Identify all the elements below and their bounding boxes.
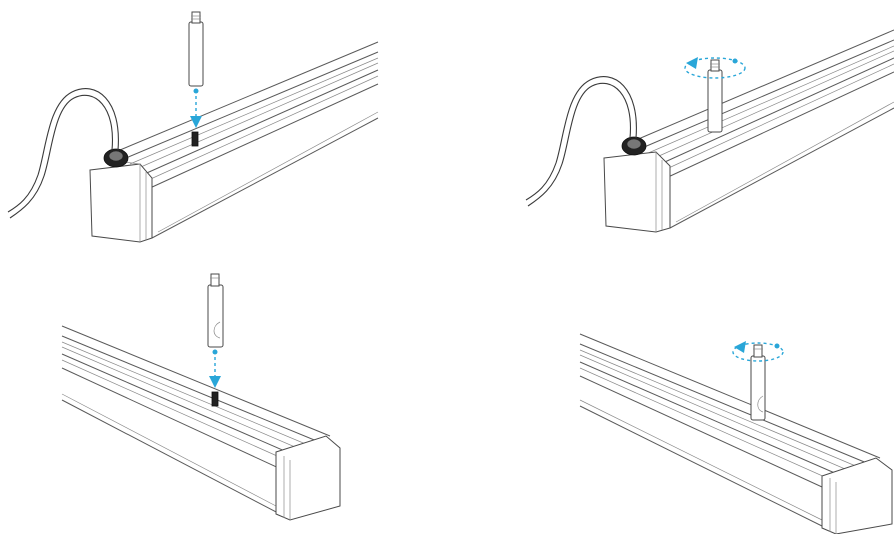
led-profile-housing	[61, 325, 341, 521]
cable-gland	[621, 136, 647, 156]
insert-arrow	[209, 349, 221, 388]
led-profile-housing	[89, 41, 379, 243]
suspension-rod	[207, 273, 224, 348]
suspension-rod	[707, 59, 723, 133]
power-cable	[7, 88, 119, 213]
end-cap	[89, 163, 153, 243]
panel-top-right	[525, 29, 894, 233]
power-cable	[525, 76, 637, 201]
panel-bottom-right	[579, 333, 893, 534]
led-profile-housing	[603, 29, 894, 233]
suspension-rod	[188, 11, 204, 87]
slot-nut	[191, 131, 199, 147]
suspension-rod	[750, 344, 766, 421]
end-cap	[603, 151, 671, 233]
end-cap	[275, 435, 341, 521]
led-profile-housing	[579, 333, 893, 534]
cable-gland	[103, 148, 129, 168]
rotate-arrow	[684, 57, 746, 79]
rotate-arrow	[732, 341, 784, 362]
panel-top-left	[7, 11, 379, 243]
slot-nut	[211, 391, 219, 407]
end-cap	[821, 457, 893, 534]
panel-bottom-left	[61, 273, 341, 521]
insert-arrow	[190, 88, 202, 128]
